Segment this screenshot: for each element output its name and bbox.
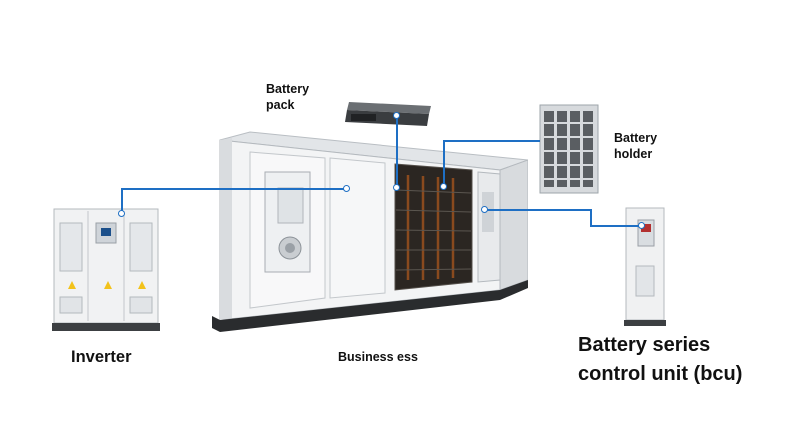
- connector-holder-vertical: [443, 140, 445, 187]
- bcu-label-line2: control unit (bcu): [578, 363, 743, 385]
- connector-pack-top-dot: [393, 112, 400, 119]
- battery-holder-label-line1: Battery: [614, 131, 658, 145]
- bcu-label-line1: Battery series: [578, 334, 711, 356]
- connector-pack-bottom-dot: [393, 184, 400, 191]
- inverter-graphic: [52, 208, 160, 331]
- ess-container: [210, 130, 529, 335]
- ess-container-graphic: [212, 131, 529, 332]
- bcu-label: Battery series control unit (bcu): [578, 331, 742, 389]
- connector-bcu-dot: [638, 222, 645, 229]
- connector-control-dot: [481, 206, 488, 213]
- connector-inverter-horizontal: [121, 188, 346, 190]
- battery-holder-image: [538, 103, 600, 195]
- connector-bcu-horizontal-1: [485, 209, 591, 211]
- business-ess-label: Business ess: [338, 350, 418, 364]
- inverter-label: Inverter: [71, 348, 132, 366]
- inverter-image: [52, 205, 160, 333]
- connector-inverter-dot: [118, 210, 125, 217]
- connector-bcu-vertical: [590, 209, 592, 226]
- connector-pack-horizontal: [396, 115, 398, 189]
- battery-pack-label-line1: Battery: [266, 82, 310, 96]
- battery-pack-graphic: [345, 102, 431, 126]
- battery-pack-label-line2: pack: [266, 98, 295, 112]
- battery-pack-label: Battery pack: [266, 81, 309, 113]
- battery-holder-graphic: [539, 104, 599, 194]
- connector-holder-dot: [440, 183, 447, 190]
- battery-holder-label-line2: holder: [614, 147, 653, 161]
- battery-holder-label: Battery holder: [614, 130, 657, 162]
- connector-ess-dot: [343, 185, 350, 192]
- battery-pack-image: [343, 100, 435, 130]
- connector-inverter-vertical: [121, 188, 123, 214]
- connector-holder-horizontal: [443, 140, 540, 142]
- connector-bcu-horizontal-2: [590, 225, 642, 227]
